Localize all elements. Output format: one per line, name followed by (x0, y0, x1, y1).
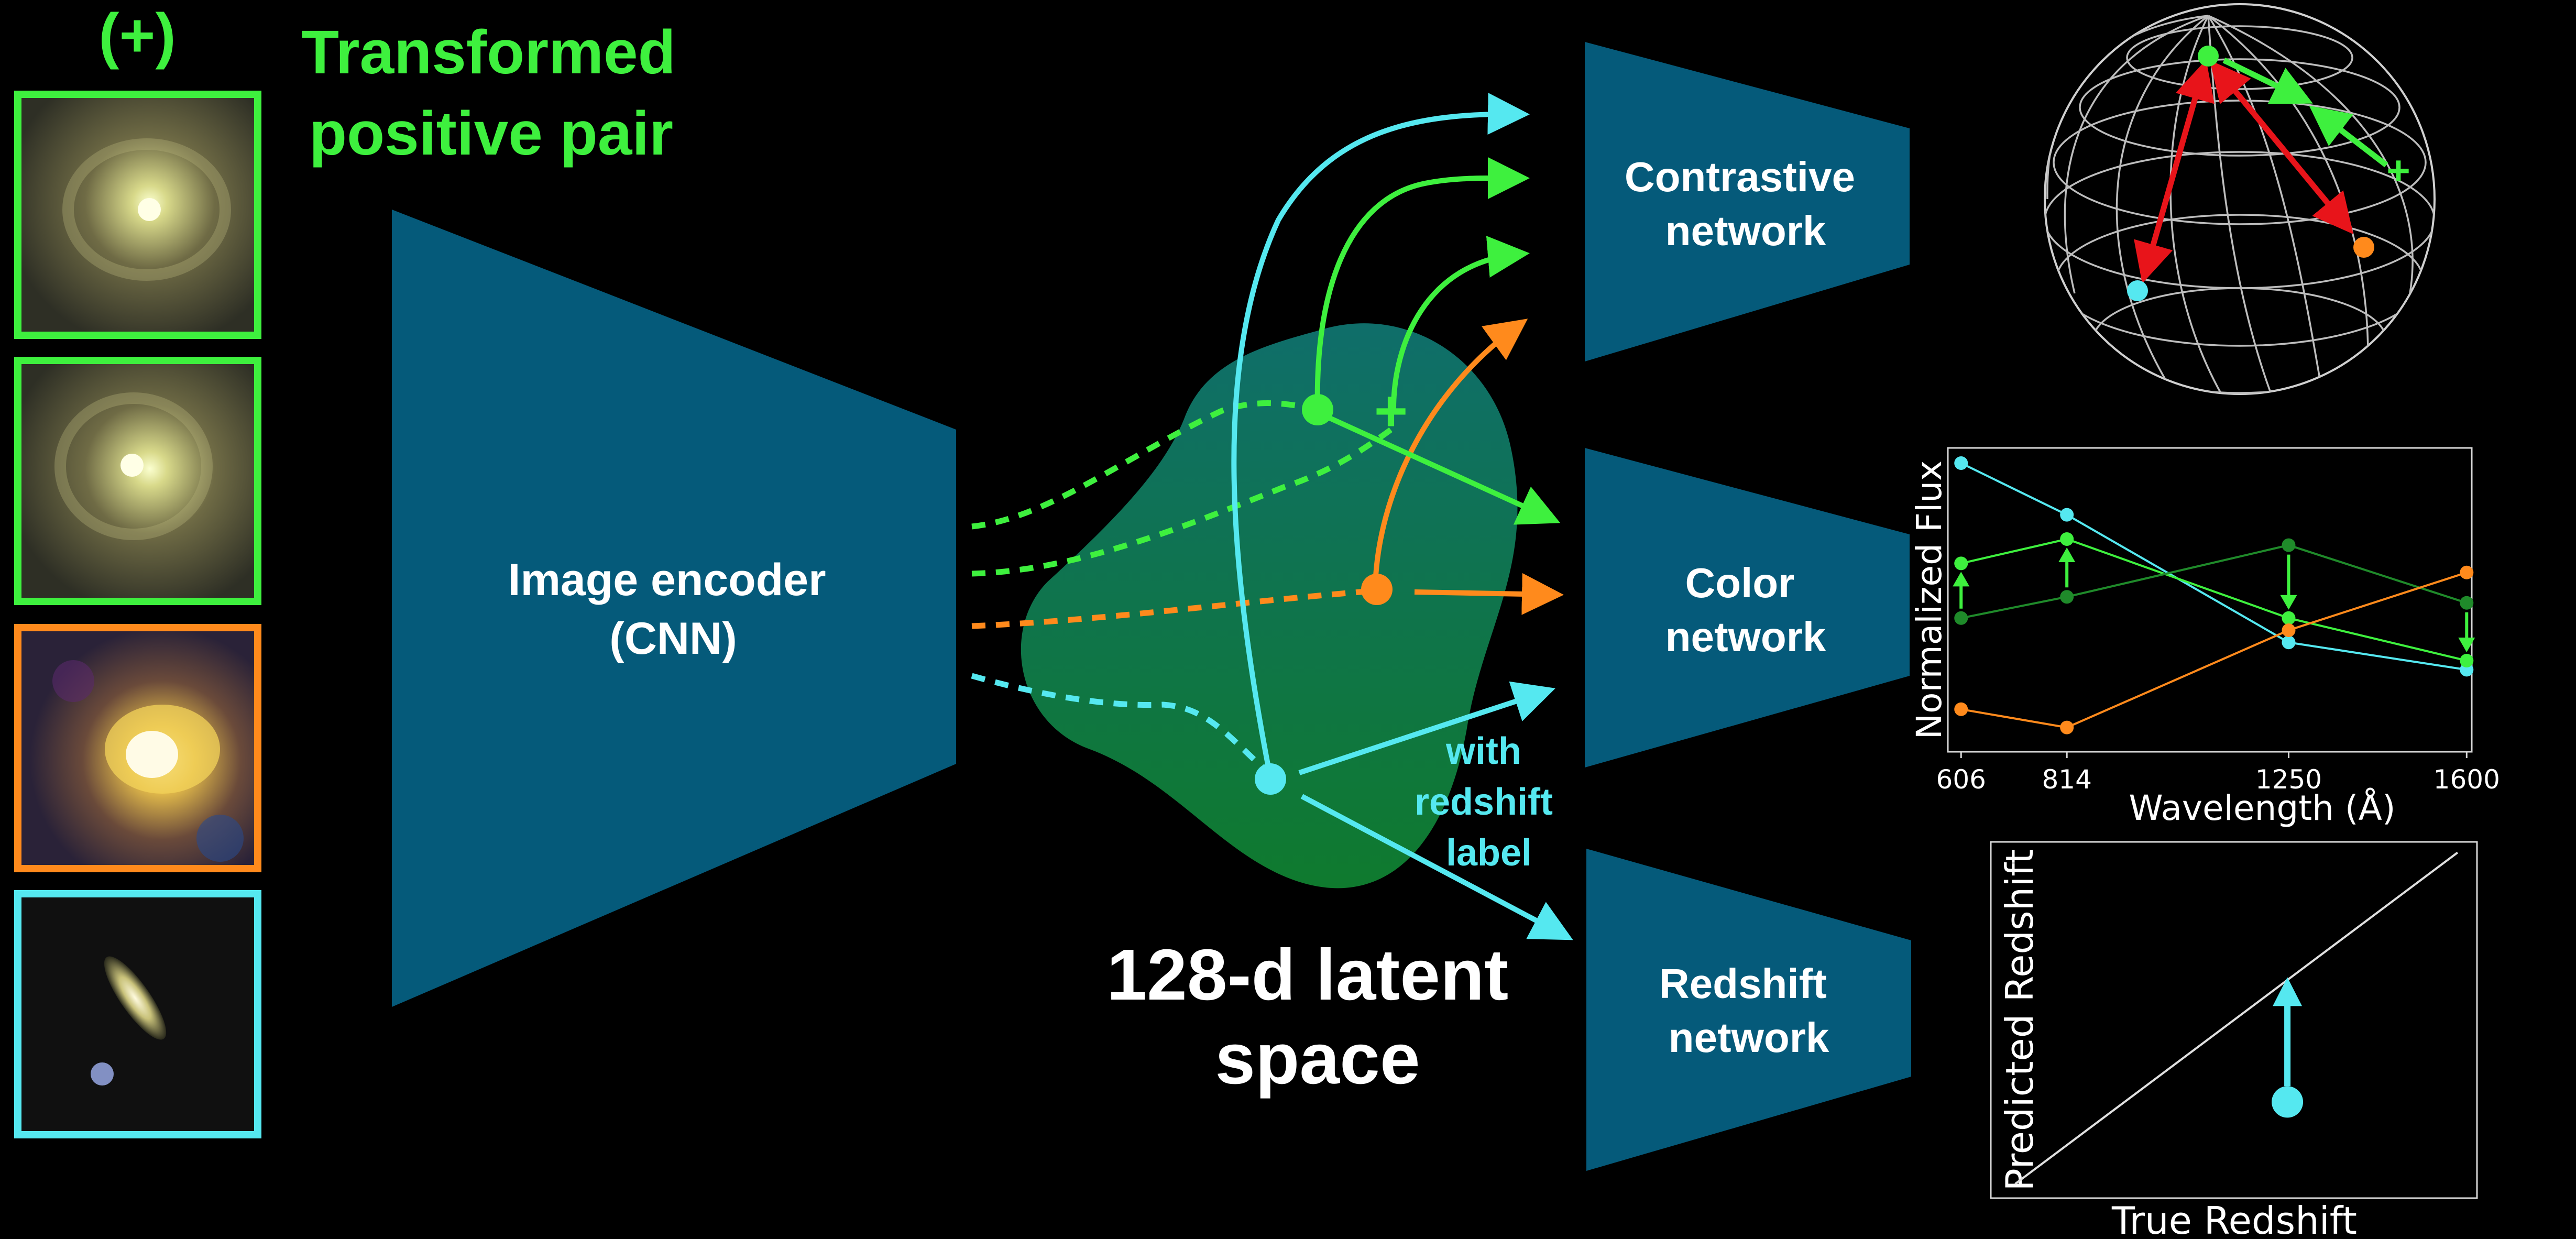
hypersphere: + (2044, 3, 2436, 395)
flux-point-orange (2460, 565, 2474, 579)
flux-point-orange (2060, 720, 2074, 734)
redshift-identity-line (2014, 851, 2459, 1185)
flow-cyan-to-color (1298, 681, 1555, 775)
color-network-block (1585, 448, 1910, 767)
redshift-network-block (1586, 849, 1911, 1171)
latent-plus-marker: + (1374, 379, 1408, 443)
latent-space-blob (1021, 323, 1518, 889)
transformed-pair-title-line1: Transformed (301, 18, 676, 87)
flux-point-dark_green (1954, 611, 1968, 625)
flux-series-line-orange (1960, 571, 2467, 729)
contrastive-network-label: Contrastive network (1625, 153, 1867, 254)
sphere-green-arrow-in (2222, 58, 2313, 104)
flux-x-tick-label: 1250 (2255, 764, 2322, 795)
redshift-chart-ylabel: Predicted Redshift (1998, 849, 2042, 1191)
latent-space-label: 128-d latent space (1106, 935, 1528, 1099)
sphere-point-cyan (2127, 280, 2148, 301)
redshift-network-label-line1: Redshift (1659, 960, 1827, 1007)
flux-chart-xlabel: Wavelength (Å) (2129, 788, 2395, 828)
flux-series-line-dark_green (1960, 544, 2467, 619)
flux-point-cyan (1954, 456, 1968, 470)
flux-point-cyan (2282, 635, 2296, 650)
image-encoder-label-line2: (CNN) (609, 613, 737, 664)
color-network-label-line2: network (1665, 613, 1826, 660)
sphere-point-green (2198, 46, 2219, 67)
redshift-chart-marks (2014, 851, 2459, 1185)
flux-chart-ylabel: Normalized Flux (1909, 460, 1949, 739)
flux-point-green (2282, 611, 2296, 625)
color-network-label-line1: Color (1685, 560, 1794, 606)
latent-space-label-line1: 128-d latent (1106, 935, 1508, 1015)
flux-point-orange (1954, 702, 1968, 716)
dashed-flow-orange (971, 588, 1373, 629)
redshift-note-line1: with (1445, 730, 1521, 772)
flux-series-line-cyan (1960, 462, 2467, 671)
galaxy-thumbnail-2 (14, 357, 261, 605)
redshift-note-line2: redshift (1415, 781, 1553, 823)
dashed-flow-green-1 (971, 400, 1319, 530)
contrastive-network-label-line2: network (1665, 207, 1826, 254)
dashed-flow-cyan (971, 673, 1265, 770)
flow-green-plus-to-contrastive (1391, 236, 1530, 409)
flux-point-green (2060, 532, 2074, 546)
flux-point-dark_green (2282, 538, 2296, 552)
latent-point-orange (1361, 574, 1393, 605)
image-encoder-block (392, 210, 956, 1007)
sphere-green-arrow-out (2309, 105, 2388, 168)
flux-chart-frame (1947, 447, 2473, 753)
flow-orange-to-color (1414, 573, 1564, 615)
image-encoder-label: Image encoder (CNN) (508, 555, 839, 664)
redshift-shift-arrow-head (2273, 977, 2303, 1006)
transformed-pair-title-line2: positive pair (309, 99, 673, 168)
sphere-plus-marker: + (2386, 147, 2410, 193)
flux-chart: Normalized Flux Wavelength (Å) 606 814 125… (1909, 447, 2500, 828)
flux-x-tick-label: 814 (2042, 764, 2091, 795)
redshift-point (2272, 1086, 2304, 1118)
flux-point-dark_green (2460, 596, 2474, 610)
flow-orange-to-contrastive (1373, 319, 1528, 587)
flux-x-tick-label: 1600 (2434, 764, 2500, 795)
flux-shift-arrow-head (1953, 572, 1970, 587)
latent-point-green (1302, 394, 1333, 425)
flux-point-orange (2282, 623, 2296, 637)
flux-shift-arrow-head (2458, 638, 2475, 652)
sphere-red-arrow-cyan (2134, 59, 2215, 284)
flow-cyan-to-contrastive (1231, 93, 1530, 779)
flux-chart-ticks: 606 814 1250 1600 (1936, 752, 2500, 795)
sphere-point-orange (2353, 237, 2374, 258)
flux-shift-arrow-head (2058, 547, 2076, 562)
flux-point-green (1954, 556, 1968, 571)
contrastive-network-block (1585, 42, 1910, 361)
galaxy-thumbnail-1 (14, 91, 261, 339)
positive-pair-marker: (+) (98, 1, 176, 70)
flux-point-cyan (2060, 508, 2074, 522)
color-network-label: Color network (1665, 560, 1826, 660)
flow-green-to-color (1321, 412, 1561, 525)
flux-chart-arrows (1953, 547, 2475, 652)
transformed-pair-title: Transformed positive pair (301, 18, 693, 168)
latent-point-cyan (1255, 763, 1286, 795)
redshift-label-note: with redshift label (1415, 730, 1563, 874)
flux-x-tick-label: 606 (1936, 764, 1986, 795)
flux-shift-arrow-head (2280, 595, 2297, 610)
redshift-network-label-line2: network (1669, 1014, 1829, 1061)
latent-space-label-line2: space (1215, 1018, 1420, 1099)
redshift-network-label: Redshift network (1659, 960, 1838, 1061)
redshift-chart: Predicted Redshift True Redshift (1990, 841, 2478, 1239)
image-encoder-label-line1: Image encoder (508, 555, 826, 605)
flux-point-green (2460, 654, 2474, 667)
redshift-chart-xlabel: True Redshift (2111, 1199, 2357, 1239)
galaxy-thumbnail-4 (14, 890, 261, 1138)
flux-series-line-green (1960, 538, 2467, 662)
flow-green-to-contrastive (1314, 157, 1530, 410)
flow-cyan-to-redshift (1300, 794, 1573, 940)
sphere-red-arrow-orange (2209, 60, 2354, 234)
contrastive-network-label-line1: Contrastive (1625, 153, 1855, 200)
flux-point-dark_green (2060, 590, 2074, 604)
galaxy-thumbnail-3 (14, 624, 261, 872)
flux-chart-series (1954, 456, 2474, 734)
redshift-note-line3: label (1446, 832, 1532, 874)
redshift-chart-frame (1990, 841, 2478, 1199)
